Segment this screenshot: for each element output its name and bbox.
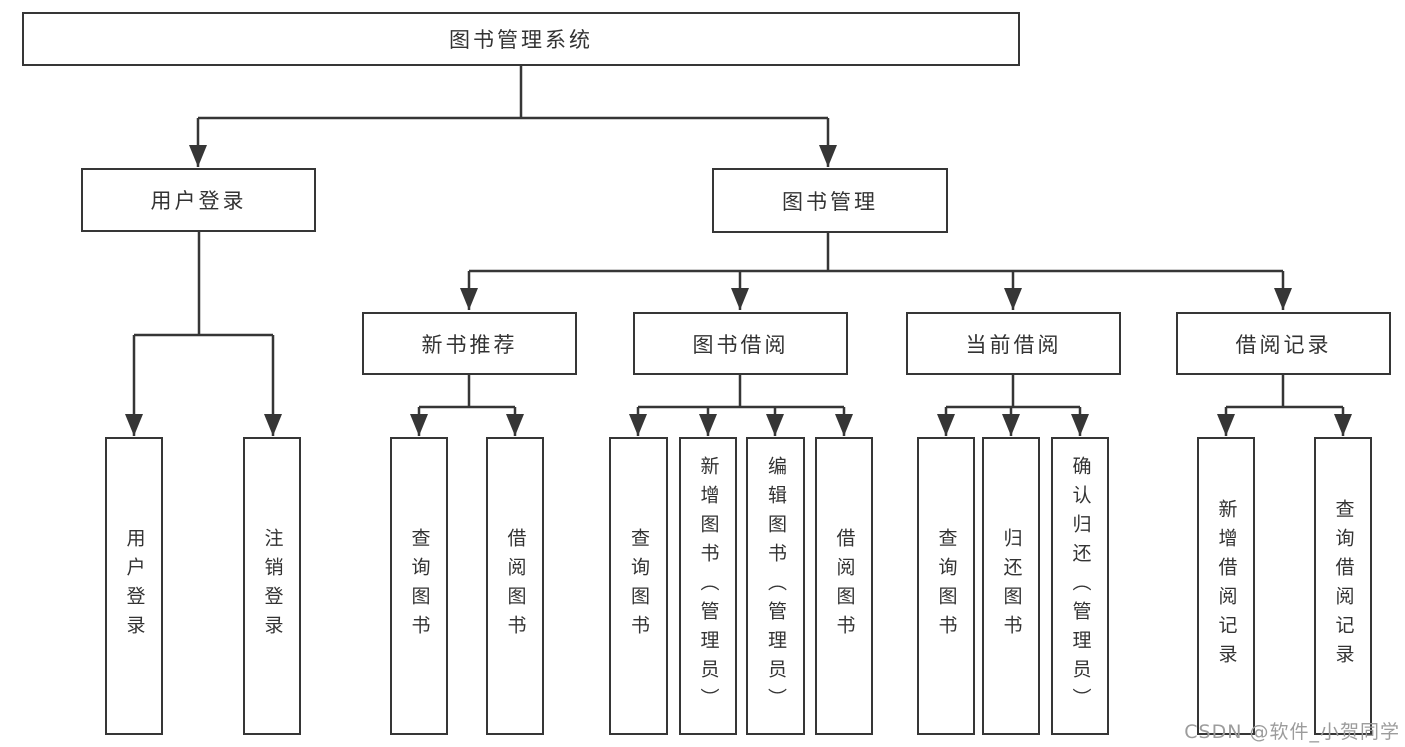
node-user-login: 用户登录 <box>81 168 316 232</box>
arrowhead-icon <box>1217 414 1235 436</box>
arrowhead-icon <box>189 145 207 167</box>
leaf-query-books-borrowing: 查询图书 <box>609 437 668 735</box>
leaf-add-borrow-record: 新增借阅记录 <box>1197 437 1255 735</box>
leaf-label: 借阅图书 <box>504 528 527 644</box>
leaf-label: 编辑图书（管理员） <box>765 455 787 717</box>
leaf-borrow-books-borrowing: 借阅图书 <box>815 437 873 735</box>
leaf-label: 查询图书 <box>628 528 650 644</box>
leaf-query-books-current: 查询图书 <box>917 437 975 735</box>
leaf-label: 查询图书 <box>408 528 431 644</box>
arrowhead-icon <box>731 288 749 310</box>
leaf-confirm-return-admin: 确认归还（管理员） <box>1051 437 1109 735</box>
arrowhead-icon <box>125 414 143 436</box>
arrowhead-icon <box>460 288 478 310</box>
leaf-label: 用户登录 <box>123 528 146 644</box>
arrowhead-icon <box>937 414 955 436</box>
arrowhead-icon <box>1071 414 1089 436</box>
arrowhead-icon <box>819 145 837 167</box>
node-label: 图书管理 <box>782 189 878 214</box>
arrowhead-icon <box>629 414 647 436</box>
leaf-label: 借阅图书 <box>833 528 856 644</box>
leaf-query-books-recommend: 查询图书 <box>390 437 448 735</box>
leaf-return-books: 归还图书 <box>982 437 1040 735</box>
node-book-management: 图书管理 <box>712 168 948 233</box>
leaf-label: 新增图书（管理员） <box>697 455 720 717</box>
leaf-user-login: 用户登录 <box>105 437 163 735</box>
node-label: 借阅记录 <box>1235 332 1332 357</box>
leaf-logout: 注销登录 <box>243 437 301 735</box>
node-library-system: 图书管理系统 <box>22 12 1020 66</box>
leaf-label: 注销登录 <box>261 528 284 644</box>
leaf-label: 查询图书 <box>935 528 958 644</box>
leaf-label: 归还图书 <box>1000 528 1023 644</box>
arrowhead-icon <box>835 414 853 436</box>
arrowhead-icon <box>1002 414 1020 436</box>
node-label: 图书管理系统 <box>449 28 593 52</box>
node-label: 用户登录 <box>150 189 247 213</box>
leaf-add-book-admin: 新增图书（管理员） <box>679 437 737 735</box>
node-book-borrowing: 图书借阅 <box>633 312 848 375</box>
csdn-watermark: CSDN @软件_小贺同学 <box>1184 721 1400 743</box>
arrowhead-icon <box>1274 288 1292 310</box>
leaf-query-borrow-record: 查询借阅记录 <box>1314 437 1372 735</box>
leaf-borrow-books-recommend: 借阅图书 <box>486 437 544 735</box>
leaf-label: 查询借阅记录 <box>1332 499 1355 673</box>
leaf-edit-book-admin: 编辑图书（管理员） <box>746 437 805 735</box>
arrowhead-icon <box>264 414 282 436</box>
node-label: 当前借阅 <box>965 332 1062 357</box>
leaf-label: 确认归还（管理员） <box>1069 455 1092 717</box>
node-label: 新书推荐 <box>421 332 518 357</box>
arrowhead-icon <box>699 414 717 436</box>
node-new-book-recommendation: 新书推荐 <box>362 312 577 375</box>
arrowhead-icon <box>766 414 784 436</box>
arrowhead-icon <box>506 414 524 436</box>
leaf-label: 新增借阅记录 <box>1215 499 1238 673</box>
connector-path <box>132 66 1345 436</box>
arrowhead-icon <box>1334 414 1352 436</box>
arrowhead-icon <box>1004 288 1022 310</box>
node-current-borrowing: 当前借阅 <box>906 312 1121 375</box>
node-label: 图书借阅 <box>692 332 789 357</box>
arrowhead-icon <box>410 414 428 436</box>
node-borrowing-records: 借阅记录 <box>1176 312 1391 375</box>
